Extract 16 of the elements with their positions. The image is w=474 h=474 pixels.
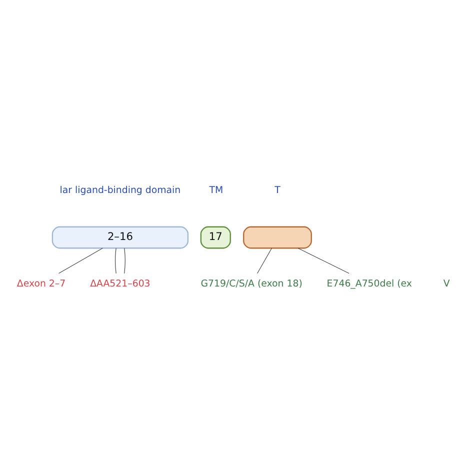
node-box	[243, 226, 312, 248]
connector	[58, 247, 103, 274]
connector	[257, 247, 272, 274]
connector	[124, 247, 126, 274]
connector	[298, 247, 350, 274]
label: T	[274, 184, 280, 196]
connector	[115, 247, 116, 274]
label: TM	[209, 184, 224, 196]
node-box: 17	[200, 226, 231, 248]
node-text: E746_A750del (ex	[326, 278, 412, 289]
node-text: ΔAA521–603	[90, 278, 150, 289]
node-text: G719/C/S/A (exon 18)	[200, 278, 302, 289]
node-box: 2–16	[52, 226, 189, 248]
label: lar ligand-binding domain	[60, 184, 181, 196]
node-text: Δexon 2–7	[16, 278, 66, 289]
label: V	[443, 278, 450, 289]
